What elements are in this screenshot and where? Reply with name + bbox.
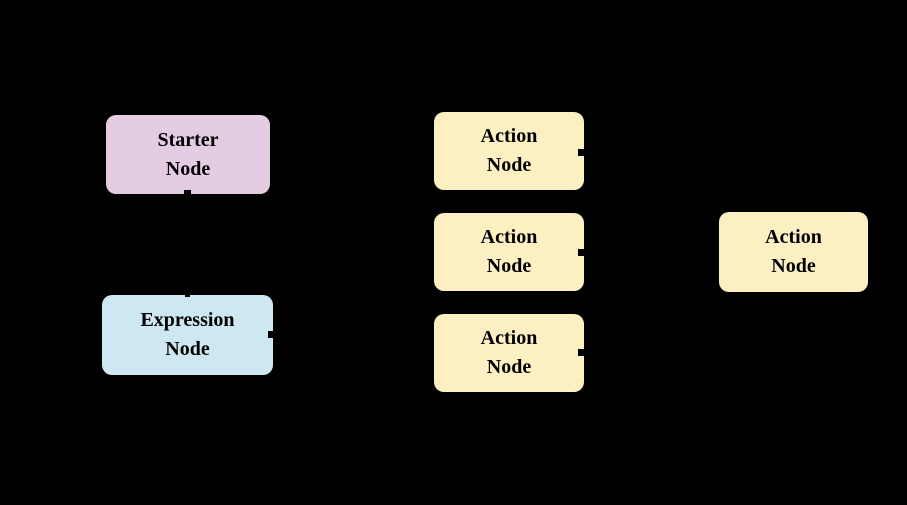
connector-stub-action1-right xyxy=(578,149,585,156)
action-node-1-label-line2: Node xyxy=(486,154,532,176)
connector-stub-expression-right xyxy=(268,331,274,338)
action-node-4: Action Node xyxy=(719,212,868,292)
action-node-3: Action Node xyxy=(434,314,584,392)
starter-node-label-line1: Starter xyxy=(157,128,219,151)
expression-node-label-line2: Node xyxy=(165,338,210,360)
action-node-1: Action Node xyxy=(434,112,584,190)
expression-node: Expression Node xyxy=(102,295,273,375)
connector-stub-action2-right xyxy=(578,249,585,256)
expression-node-label-line1: Expression xyxy=(140,309,235,331)
action-node-2-label-line2: Node xyxy=(486,255,532,277)
starter-node: Starter Node xyxy=(106,115,270,194)
action-node-2-label-line1: Action xyxy=(480,226,538,248)
action-node-3-label-line2: Node xyxy=(486,356,532,378)
action-node-2: Action Node xyxy=(434,213,584,291)
connector-stub-starter-bottom xyxy=(184,190,191,195)
connector-stub-expression-top xyxy=(185,295,190,297)
connector-stub-action3-right xyxy=(578,349,585,356)
action-node-3-label-line1: Action xyxy=(480,327,538,349)
action-node-1-label-line1: Action xyxy=(480,125,538,147)
action-node-4-label-line2: Node xyxy=(771,255,816,277)
starter-node-label-line2: Node xyxy=(165,157,211,180)
action-node-4-label-line1: Action xyxy=(765,226,822,248)
